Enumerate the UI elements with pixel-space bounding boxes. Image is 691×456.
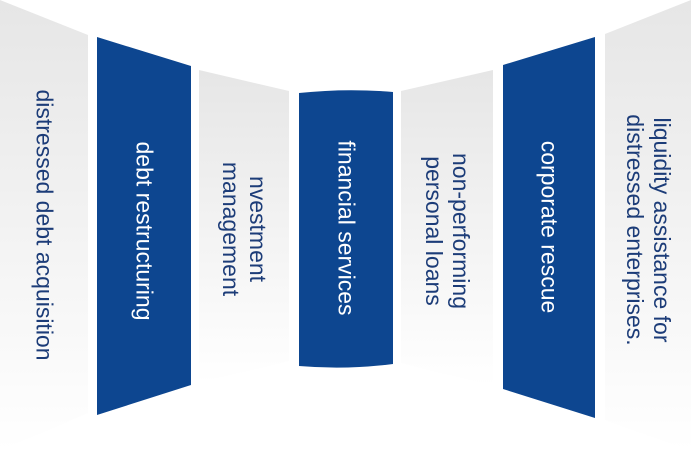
panel-shape-2 [97,37,191,415]
panel-shape-4 [299,90,393,368]
panel-label-financial-services: financial services [333,140,360,316]
panel-shape-7 [605,0,691,451]
panel-label-debt-restructuring: debt restructuring [131,141,158,321]
panel-shape-3 [199,70,289,383]
panel-label-corporate-rescue: corporate rescue [536,140,563,314]
panel-label-distressed-debt-acquisition: distressed debt acquisition [31,89,58,361]
panel-shape-1 [0,0,88,451]
panel-shape-6 [503,37,595,418]
panel-shape-5 [401,70,493,386]
